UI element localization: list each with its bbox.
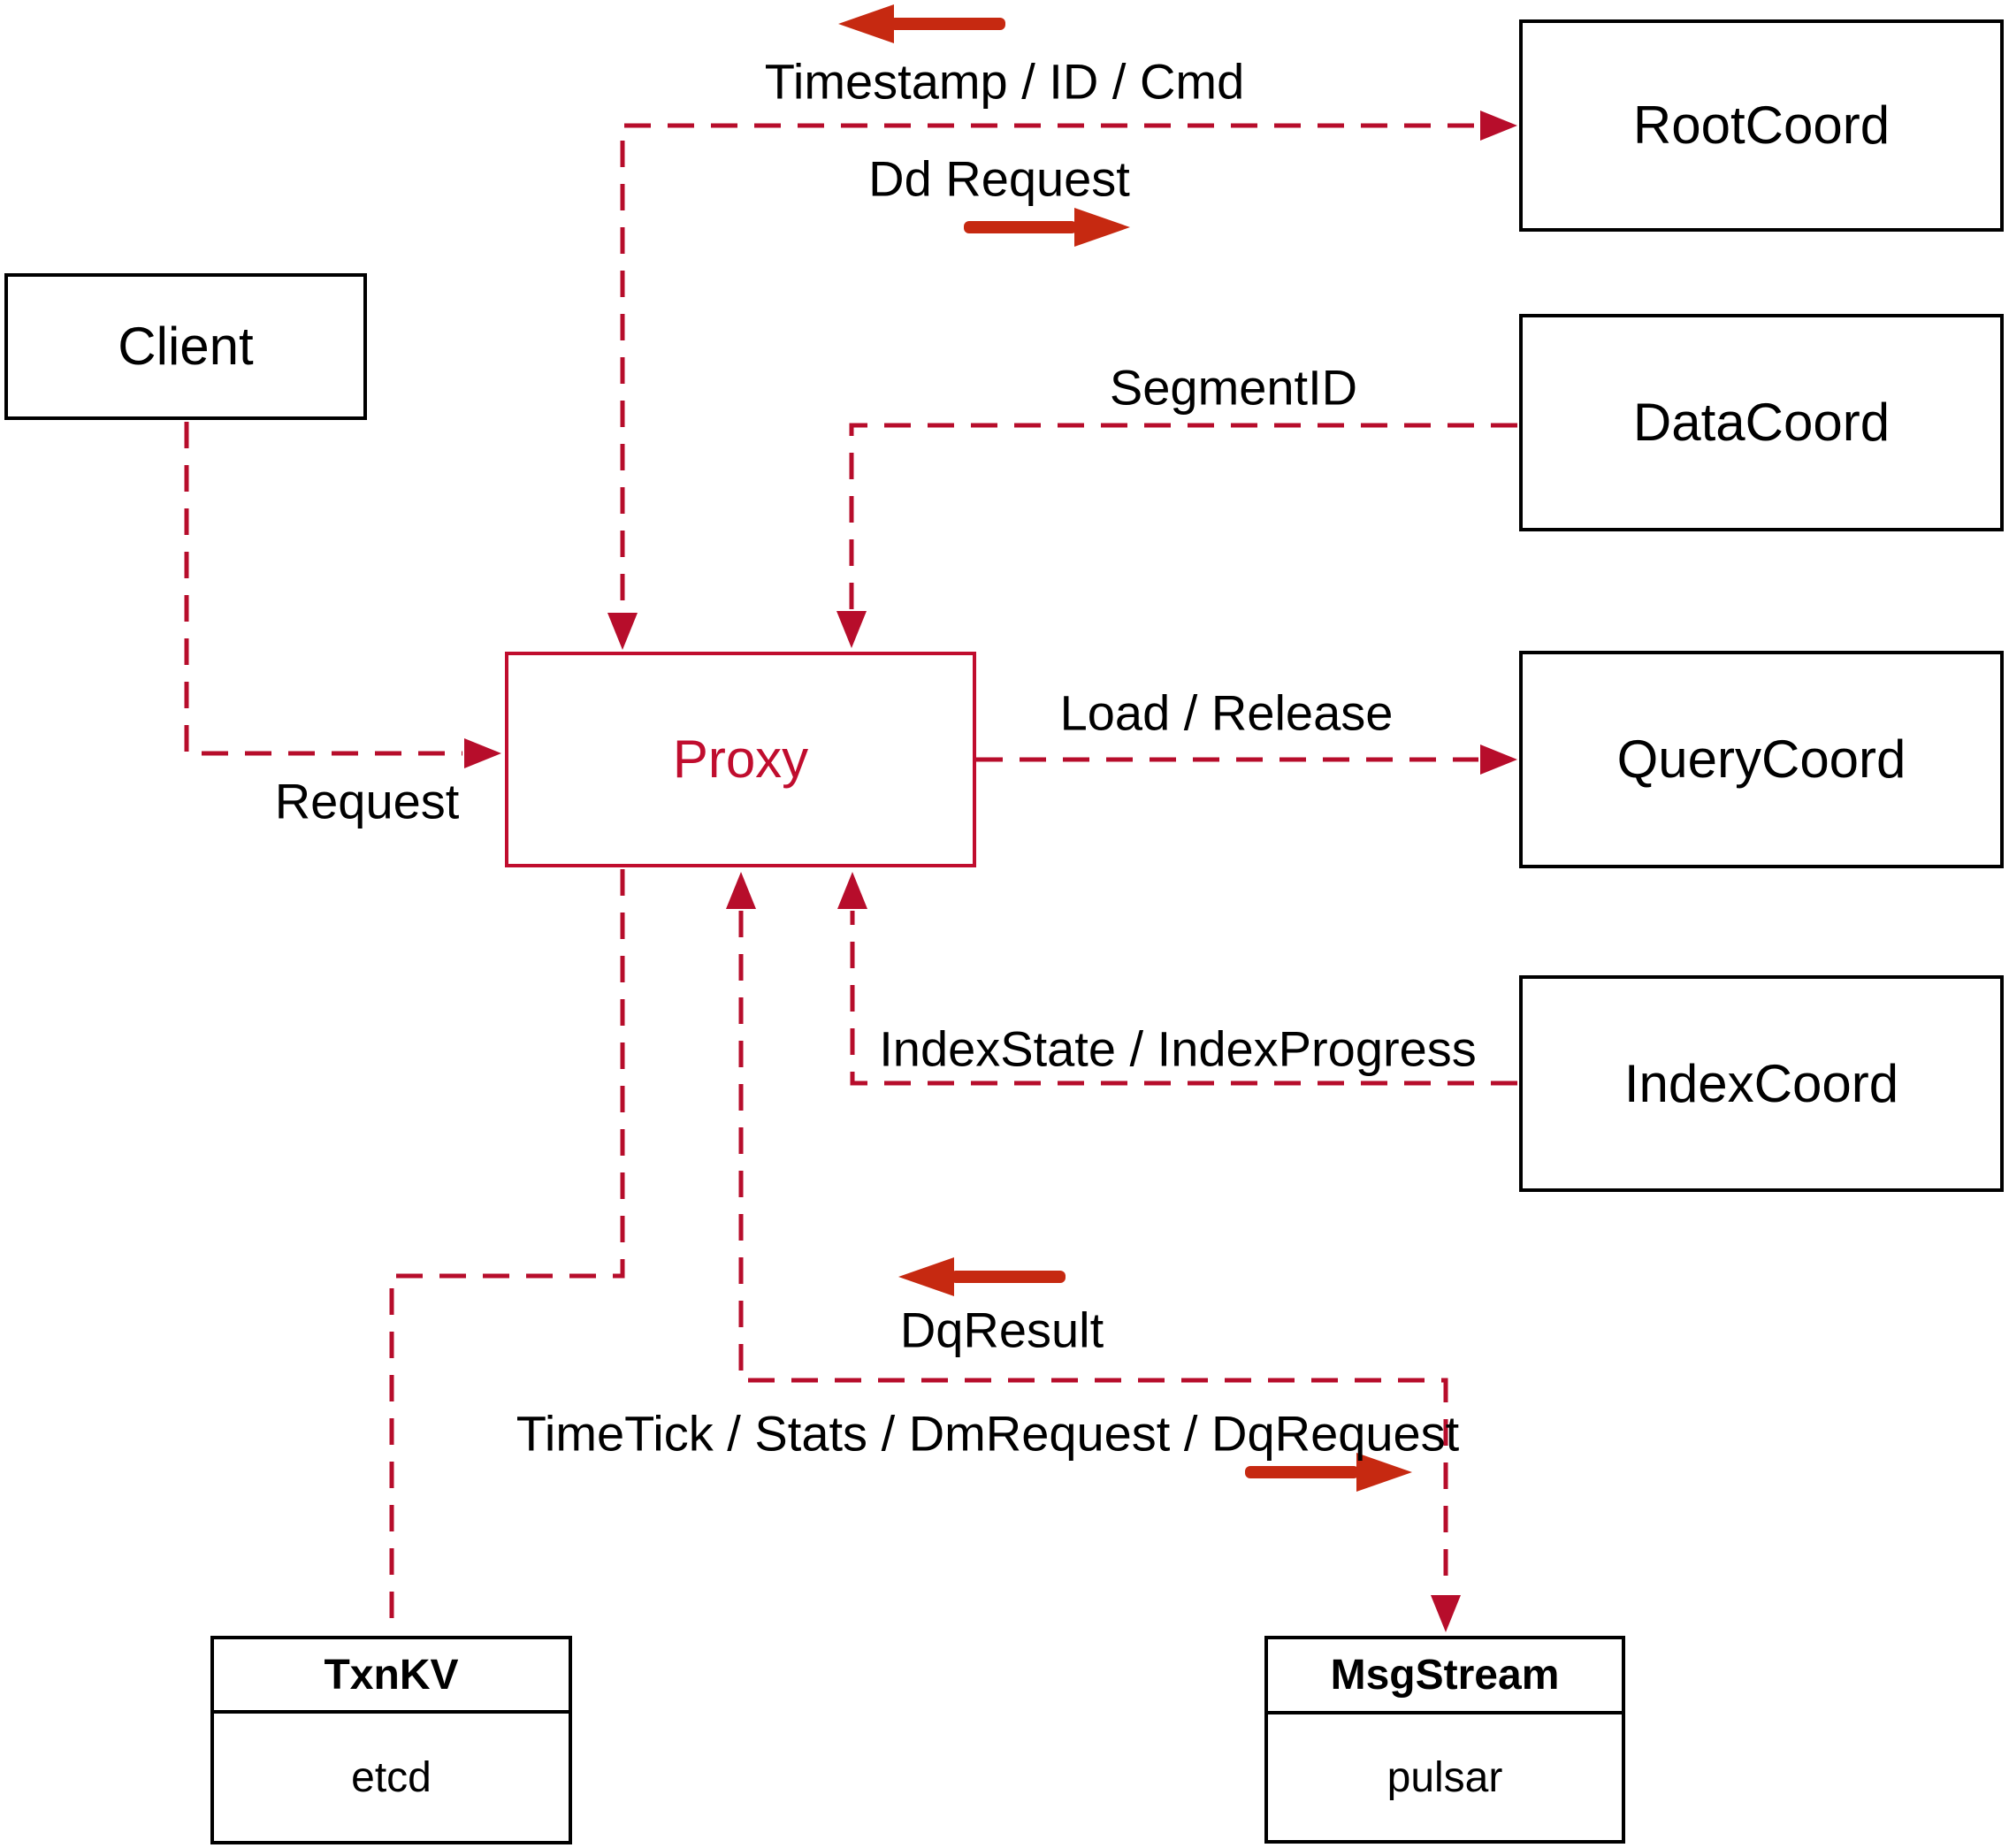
edge-client-proxy [184,422,462,756]
direction-arrow-right-timetick [1245,1453,1412,1492]
node-client: Client [4,273,367,420]
edge-label-dq-result: DqResult [899,1302,1104,1358]
node-proxy: Proxy [505,652,976,867]
edge-label-request: Request [274,773,460,829]
arrowhead-into-querycoord [1480,745,1517,775]
arrowhead-into-msgstream [1431,1595,1461,1632]
edge-label-load-release: Load / Release [1059,684,1394,741]
direction-arrow-left-timestamp [838,4,1005,43]
node-msgstream-subtitle: pulsar [1386,1753,1503,1801]
node-msgstream: MsgStream pulsar [1264,1636,1625,1844]
node-datacoord: DataCoord [1519,314,2004,531]
arrowhead-into-proxy-left [464,738,501,768]
arrowhead-into-proxy-top-left [607,613,638,650]
node-querycoord-label: QueryCoord [1616,729,1906,789]
edge-proxy-rootcoord [620,123,1478,644]
node-indexcoord: IndexCoord [1519,975,2004,1192]
arrowhead-into-rootcoord [1480,111,1517,141]
edge-datacoord-proxy [849,423,1517,613]
node-client-label: Client [118,317,254,376]
node-querycoord: QueryCoord [1519,651,2004,868]
node-msgstream-title: MsgStream [1268,1639,1622,1714]
node-datacoord-label: DataCoord [1632,393,1891,452]
edge-proxy-txnkv [389,869,625,1632]
edge-label-segment-id: SegmentID [1109,359,1358,416]
node-txnkv: TxnKV etcd [210,1636,572,1844]
edge-proxy-msgstream [738,911,1448,1592]
edge-label-timestamp-id-cmd: Timestamp / ID / Cmd [764,53,1245,110]
edge-label-dd-request: Dd Request [868,150,1130,207]
node-txnkv-subtitle: etcd [351,1753,432,1801]
node-txnkv-title: TxnKV [214,1639,569,1714]
node-indexcoord-label: IndexCoord [1623,1053,1899,1113]
edge-label-timetick-stats: TimeTick / Stats / DmRequest / DqRequest [516,1405,1460,1462]
node-rootcoord: RootCoord [1519,19,2004,232]
arrowhead-into-proxy-bottom-mid [726,872,756,909]
node-rootcoord-label: RootCoord [1632,95,1891,155]
arrowhead-into-proxy-bottom-right [837,872,867,909]
arrowhead-into-proxy-top-right [836,611,867,648]
direction-arrow-right-dd-request [964,208,1130,247]
node-proxy-label: Proxy [672,729,809,789]
edge-label-index-state-progress: IndexState / IndexProgress [879,1020,1477,1077]
edge-indexcoord-proxy [850,911,1517,1086]
direction-arrow-left-dq-result [898,1257,1066,1296]
